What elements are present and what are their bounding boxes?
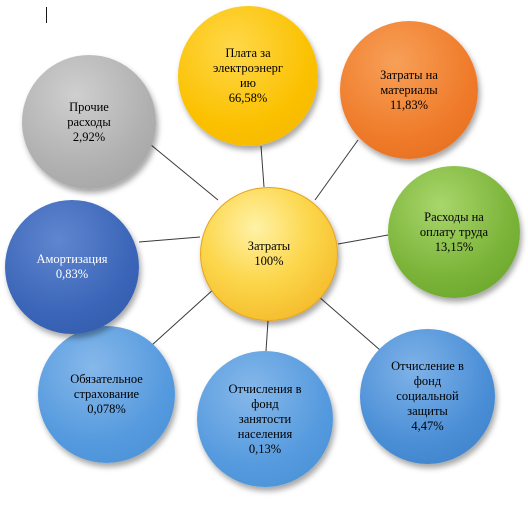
node-employment-fund-line: Отчисления в	[228, 381, 302, 396]
node-insurance-value: 0,078%	[87, 402, 126, 416]
node-insurance-line: Обязательное	[70, 372, 143, 386]
node-salary: Расходы на оплату труда 13,15%	[388, 166, 520, 298]
node-electricity-line: электроэнерг	[212, 61, 284, 75]
connector-employment	[265, 320, 269, 352]
node-employment-fund-line: занятости	[238, 411, 292, 426]
connector-other	[144, 139, 219, 201]
node-amortization-line: Амортизация	[36, 252, 108, 266]
connector-electricity	[260, 145, 265, 188]
node-total-costs-label: Затраты	[247, 239, 291, 253]
node-total-costs-value: 100%	[254, 254, 284, 268]
node-salary-line: Расходы на	[424, 209, 484, 224]
node-insurance-line: страхование	[73, 387, 140, 401]
node-other-expenses-line: Прочие	[69, 99, 109, 114]
node-other-expenses-value: 2,92%	[72, 129, 106, 144]
node-electricity-line: Плата за	[225, 46, 271, 60]
node-total-costs: Затраты 100%	[200, 187, 338, 321]
node-materials-line: материалы	[380, 82, 438, 97]
node-salary-line: оплату труда	[419, 224, 489, 239]
node-employment-fund-line: фонд	[251, 396, 279, 411]
text-cursor-marker	[46, 7, 47, 23]
node-social-fund: Отчисление в фонд социальной защиты 4,47…	[360, 329, 495, 464]
node-social-fund-line: Отчисление в	[391, 359, 464, 373]
node-employment-fund-value: 0,13%	[248, 441, 282, 456]
node-social-fund-line: социальной	[396, 389, 459, 403]
connector-salary	[337, 234, 389, 245]
connector-social	[317, 295, 381, 351]
node-insurance: Обязательное страхование 0,078%	[38, 326, 175, 463]
node-social-fund-value: 4,47%	[411, 419, 444, 433]
connector-amortization	[138, 236, 201, 243]
node-employment-fund: Отчисления в фонд занятости населения 0,…	[197, 351, 333, 487]
node-social-fund-line: защиты	[407, 404, 448, 418]
node-salary-value: 13,15%	[434, 239, 474, 254]
node-materials-value: 11,83%	[389, 97, 429, 112]
node-materials: Затраты на материалы 11,83%	[340, 21, 478, 159]
node-other-expenses: Прочие расходы 2,92%	[22, 55, 156, 189]
node-electricity-line: ию	[239, 76, 257, 90]
node-amortization: Амортизация 0,83%	[5, 200, 139, 334]
node-other-expenses-line: расходы	[67, 114, 111, 129]
connector-materials	[314, 139, 359, 201]
node-electricity: Плата за электроэнерг ию 66,58%	[178, 6, 318, 146]
node-electricity-value: 66,58%	[228, 91, 268, 105]
node-amortization-value: 0,83%	[55, 267, 89, 281]
node-employment-fund-line: населения	[237, 426, 293, 441]
connector-insurance	[151, 287, 216, 346]
node-materials-line: Затраты на	[380, 67, 438, 82]
node-social-fund-line: фонд	[413, 374, 442, 388]
